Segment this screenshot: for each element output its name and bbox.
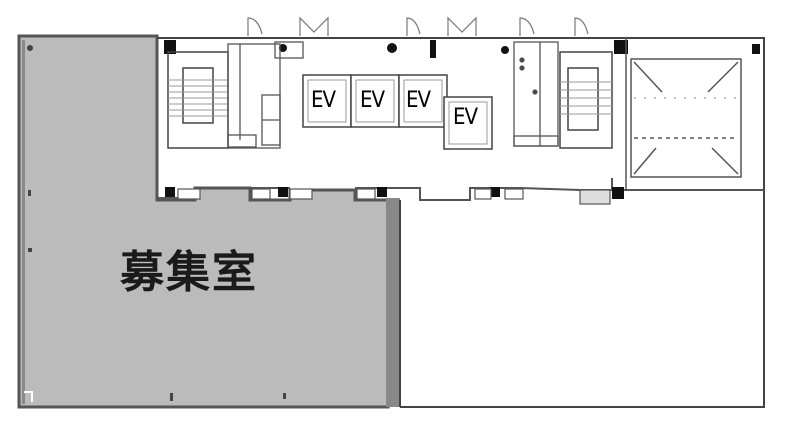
elevator-label-3: EV (406, 88, 431, 113)
vacant-area-shape (17, 34, 400, 409)
columns (27, 40, 760, 199)
wall-fixtures (177, 188, 611, 205)
left-staircase (167, 51, 229, 149)
right-staircase (559, 51, 613, 149)
elevator-label-2: EV (360, 88, 385, 113)
doors (247, 16, 589, 36)
atrium-void (625, 38, 742, 190)
vacant-area-marks (24, 190, 286, 402)
left-utility-rooms (227, 41, 304, 149)
building-outline (157, 37, 765, 408)
elevator-label-1: EV (311, 88, 336, 113)
right-utility-rooms (513, 41, 559, 147)
vacant-room-label: 募集室 (120, 247, 258, 298)
elevator-label-4: EV (453, 105, 478, 130)
elevator-shafts (302, 74, 493, 150)
